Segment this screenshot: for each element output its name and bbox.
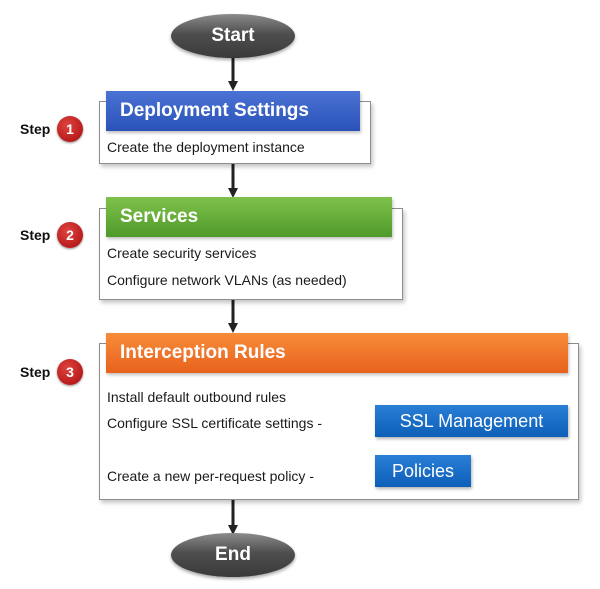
- step-number-badge-3: 3: [57, 359, 83, 385]
- step-number-badge-1: 1: [57, 116, 83, 142]
- end-terminal: End: [171, 533, 295, 577]
- step-header-deployment-settings: Deployment Settings: [106, 91, 360, 131]
- task-install-outbound-rules: Install default outbound rules: [107, 389, 287, 405]
- step-header-services: Services: [106, 197, 392, 237]
- step-label-2: Step: [20, 227, 51, 243]
- step-header-interception-rules: Interception Rules: [106, 333, 568, 373]
- task-create-security-services: Create security services: [107, 245, 257, 261]
- step-label-1: Step: [20, 121, 51, 137]
- step-label-3: Step: [20, 364, 51, 380]
- ssl-management-button[interactable]: SSL Management: [375, 405, 568, 437]
- step-number-badge-2: 2: [57, 222, 83, 248]
- task-create-deployment-instance: Create the deployment instance: [107, 139, 305, 155]
- task-configure-network-vlans: Configure network VLANs (as needed): [107, 272, 347, 288]
- task-configure-ssl-settings: Configure SSL certificate settings -: [107, 415, 323, 431]
- start-terminal: Start: [171, 14, 295, 58]
- policies-button[interactable]: Policies: [375, 455, 471, 487]
- task-create-per-request-policy: Create a new per-request policy -: [107, 468, 314, 484]
